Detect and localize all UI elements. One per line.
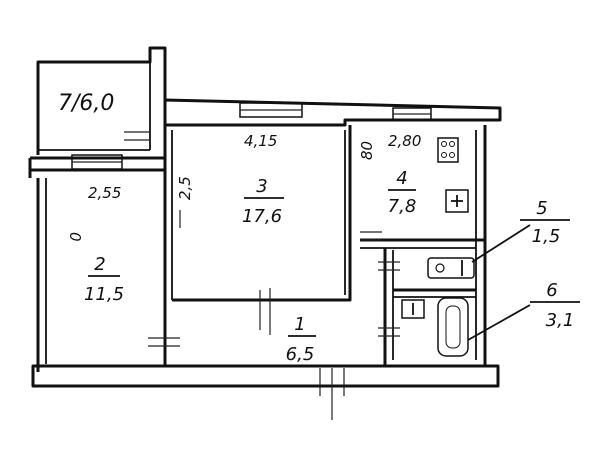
balcony bbox=[36, 46, 167, 155]
balcony-label: 7/6,0 bbox=[58, 91, 114, 116]
leader-toilet bbox=[471, 224, 531, 263]
fixtures bbox=[401, 137, 475, 357]
toilet-number: 5 bbox=[536, 198, 547, 219]
stove-burner-icon bbox=[449, 141, 455, 147]
stove-icon bbox=[437, 137, 459, 163]
kitchen-number: 4 bbox=[396, 168, 407, 189]
room-living: 2 11,5 bbox=[84, 254, 124, 305]
room-main: 3 17,6 bbox=[242, 176, 284, 227]
room-kitchen: 4 7,8 bbox=[388, 168, 417, 217]
wall-main-bottom bbox=[172, 125, 352, 302]
dim-kitchen-top: 2,80 bbox=[388, 132, 421, 150]
toilet-area: 1,5 bbox=[532, 226, 561, 247]
leader-bath bbox=[467, 304, 531, 341]
bathtub-inner-icon bbox=[445, 305, 461, 349]
stove-burner-icon bbox=[449, 152, 455, 158]
door-marks bbox=[148, 210, 400, 347]
hall-area: 6,5 bbox=[286, 344, 315, 365]
stove-burner-icon bbox=[441, 141, 447, 147]
interior-walls bbox=[163, 125, 485, 365]
room-bath: 6 3,1 bbox=[546, 280, 575, 331]
hall-number: 1 bbox=[294, 314, 305, 335]
main-area: 17,6 bbox=[242, 206, 282, 227]
bottom-wall bbox=[31, 364, 500, 388]
kitchen-area: 7,8 bbox=[388, 196, 417, 217]
bathtub-icon bbox=[437, 297, 469, 357]
dim-main-top: 4,15 bbox=[244, 132, 277, 150]
sink-icon bbox=[445, 189, 469, 213]
bath-area: 3,1 bbox=[546, 310, 575, 331]
toilet-icon bbox=[427, 257, 475, 279]
room-toilet: 5 1,5 bbox=[532, 198, 561, 247]
dim-kitchen-side: 80 bbox=[358, 141, 376, 160]
washbasin-icon bbox=[401, 299, 425, 319]
dim-living-top: 2,55 bbox=[88, 184, 121, 202]
stove-burner-icon bbox=[441, 152, 447, 158]
dim-main-side: 2,5 bbox=[176, 176, 194, 200]
leader-lines bbox=[467, 219, 580, 341]
living-area: 11,5 bbox=[84, 284, 124, 305]
main-number: 3 bbox=[256, 176, 267, 197]
top-wall bbox=[163, 98, 502, 127]
balcony-outline bbox=[36, 46, 167, 155]
toilet-bowl-icon bbox=[435, 263, 445, 273]
dim-living-side: 0 bbox=[66, 232, 84, 242]
bath-number: 6 bbox=[546, 280, 557, 301]
windows bbox=[71, 102, 432, 170]
room-hall: 1 6,5 bbox=[286, 314, 316, 365]
living-number: 2 bbox=[94, 254, 105, 275]
